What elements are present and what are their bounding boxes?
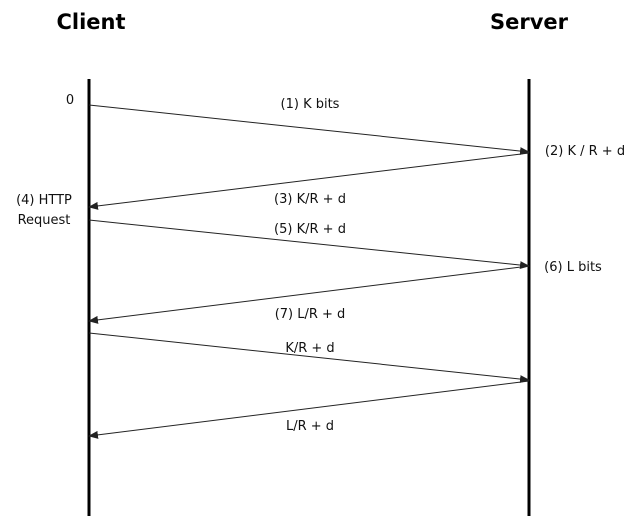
message-arrow-3 bbox=[88, 219, 530, 270]
client-title: Client bbox=[56, 10, 125, 34]
server-transfer-l-label: (6) L bits bbox=[544, 260, 602, 275]
message-label-4: (7) L/R + d bbox=[275, 307, 346, 322]
server-title: Server bbox=[490, 10, 569, 34]
message-arrow-6 bbox=[88, 380, 530, 439]
message-label-1: (1) K bits bbox=[281, 97, 340, 112]
http-request-label-line2: Request bbox=[18, 213, 71, 228]
message-arrow-1 bbox=[88, 104, 530, 156]
message-arrow-2 bbox=[88, 152, 530, 210]
message-label-6: L/R + d bbox=[286, 419, 334, 434]
message-arrow-5 bbox=[88, 332, 530, 384]
message-label-5: K/R + d bbox=[285, 341, 334, 356]
message-label-2: (3) K/R + d bbox=[274, 192, 346, 207]
start-time-label: 0 bbox=[66, 93, 74, 108]
server-transfer-k-label: (2) K / R + d bbox=[545, 144, 625, 159]
message-label-3: (5) K/R + d bbox=[274, 222, 346, 237]
http-request-label-line1: (4) HTTP bbox=[16, 193, 72, 208]
message-arrow-4 bbox=[88, 265, 530, 324]
